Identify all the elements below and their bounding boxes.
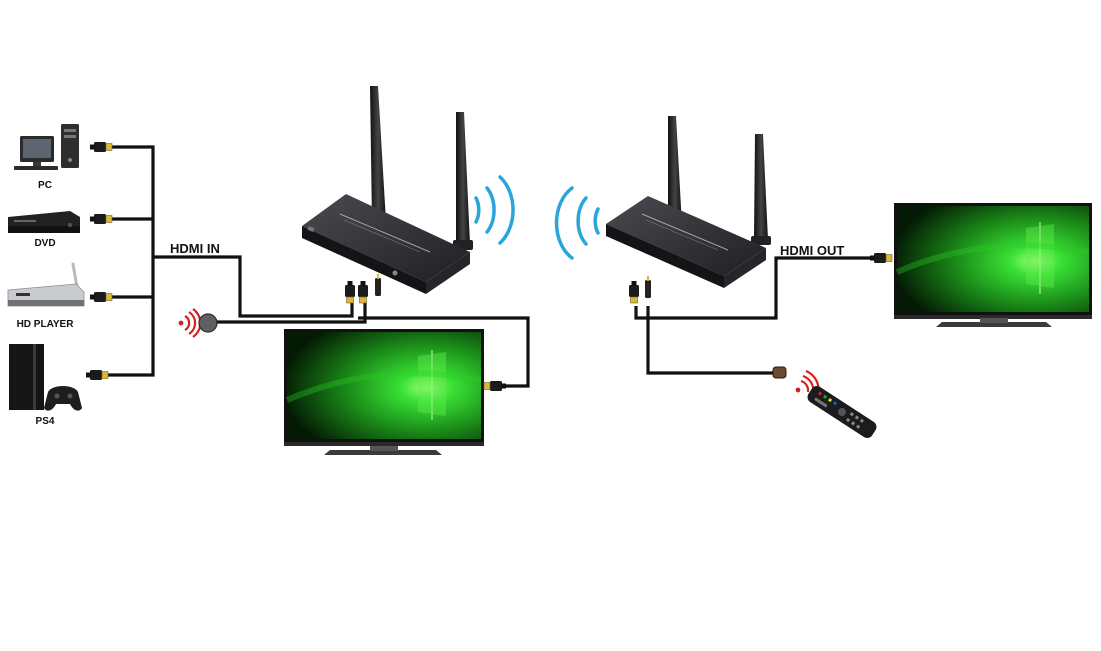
transmitter-icon [302, 86, 473, 294]
ps4-icon [9, 344, 82, 411]
tv-icon [894, 203, 1092, 327]
hdmi-plug-icon [89, 213, 113, 225]
source-cables [107, 145, 530, 388]
hdmi-plug-icon [344, 280, 356, 304]
wifi-signal-icon [474, 175, 600, 260]
hd-player-icon [7, 262, 85, 307]
ir-sensor-icon [772, 366, 787, 379]
source-label-hd-player: HD PLAYER [17, 319, 75, 330]
ir-jack-icon [375, 278, 381, 296]
receiver-icon [606, 116, 771, 288]
ir-jack-icon [645, 280, 651, 298]
hdmi-plug-icon [628, 280, 640, 304]
hdmi-plug-icon [869, 252, 893, 264]
hdmi-in-label: HDMI IN [170, 241, 220, 256]
hdmi-plug-icon [89, 291, 113, 303]
source-label-ps4: PS4 [36, 416, 55, 427]
ir-signal-icon [178, 308, 202, 338]
receiver-cables [634, 256, 872, 375]
source-label-dvd: DVD [34, 238, 55, 249]
tv-icon [284, 329, 484, 455]
hdmi-plug-icon [483, 380, 507, 392]
hdmi-plug-icon [85, 369, 109, 381]
dvd-player-icon [8, 211, 80, 233]
hdmi-plug-icon [89, 141, 113, 153]
hdmi-plug-icon [357, 280, 369, 304]
ir-sensor-icon [198, 313, 218, 333]
pc-icon [14, 124, 79, 170]
hdmi-out-label: HDMI OUT [780, 243, 844, 258]
source-label-pc: PC [38, 180, 52, 191]
remote-control-icon [807, 386, 877, 438]
